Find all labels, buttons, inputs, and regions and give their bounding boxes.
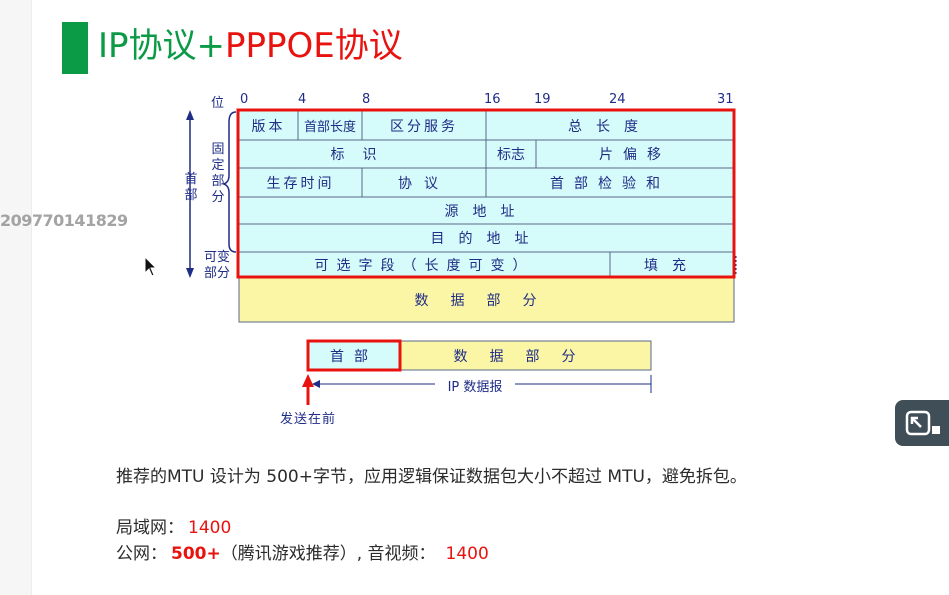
mouse-cursor-icon <box>144 256 158 277</box>
field-header-length: 首部长度 <box>303 120 356 135</box>
field-options: 可选字段（长度可变） <box>314 257 535 274</box>
wan-line: 公网：500+（腾讯游戏推荐）, 音视频： 1400 <box>116 539 489 564</box>
field-source-address: 源地址 <box>444 203 529 220</box>
field-ttl: 生存时间 <box>266 175 335 192</box>
bit-label: 位 <box>211 96 225 111</box>
watermark-text: 209770141829 <box>0 211 128 230</box>
lan-label: 局域网： <box>116 518 184 538</box>
header-side-label: 首部 <box>184 172 198 203</box>
mtu-recommendation-text: 推荐的MTU 设计为 500+字节，应用逻辑保证数据包大小不超过 MTU，避免拆… <box>116 467 747 487</box>
field-version: 版本 <box>251 118 286 135</box>
picture-in-picture-icon <box>905 410 940 436</box>
field-destination-address: 目的地址 <box>430 231 543 247</box>
wan-note: （腾讯游戏推荐）, 音视频： <box>220 544 436 564</box>
wan-value: 500+ <box>171 544 221 564</box>
wan-label: 公网： <box>116 544 167 564</box>
sent-first-label: 发送在前 <box>279 411 336 427</box>
field-flags: 标志 <box>497 147 525 163</box>
field-fragment-offset: 片偏移 <box>599 147 671 163</box>
variable-part-label: 可变部分 <box>203 250 230 281</box>
left-margin <box>0 0 32 595</box>
field-service: 区分服务 <box>390 118 458 135</box>
packet-header: 首部 <box>330 348 378 365</box>
bit-24: 24 <box>609 92 626 107</box>
slide-title: IP协议+PPPOE协议 <box>98 20 403 72</box>
field-identification: 标识 <box>330 147 395 163</box>
field-protocol: 协议 <box>398 175 450 192</box>
title-accent-bar <box>62 22 88 74</box>
bit-31: 31 <box>717 92 734 107</box>
bit-8: 8 <box>362 92 371 107</box>
title-part-ip: IP协议+ <box>98 26 226 66</box>
lan-value: 1400 <box>188 518 232 538</box>
field-checksum: 首部检验和 <box>550 175 670 192</box>
datagram-label: IP 数据报 <box>447 379 503 395</box>
bit-4: 4 <box>298 92 307 107</box>
bit-16: 16 <box>484 92 501 107</box>
fixed-part-label: 固定部分 <box>211 142 225 205</box>
title-part-pppoe: PPPOE协议 <box>225 26 403 66</box>
lan-line: 局域网：1400 <box>116 513 231 538</box>
floating-window-button[interactable] <box>895 400 949 446</box>
bit-0: 0 <box>240 92 249 107</box>
field-data: 数据部分 <box>414 292 559 309</box>
bit-19: 19 <box>534 92 551 107</box>
packet-data: 数据部分 <box>453 348 598 365</box>
av-value: 1400 <box>445 544 489 564</box>
field-total-length: 总长度 <box>568 118 652 135</box>
field-padding: 填充 <box>644 257 700 274</box>
